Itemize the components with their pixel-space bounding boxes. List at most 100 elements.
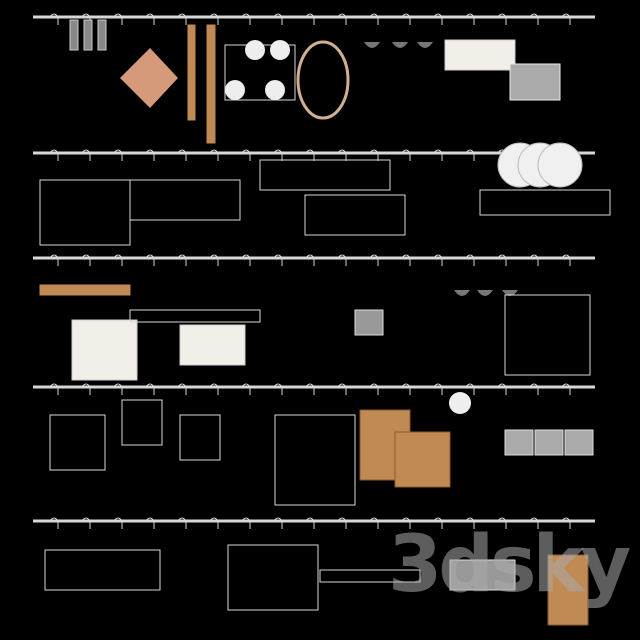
rail-hook <box>177 517 187 529</box>
rail-hook <box>305 254 315 266</box>
rail-hook <box>241 254 251 266</box>
rail-hook <box>369 149 379 161</box>
rail-hook <box>145 13 155 25</box>
rail-hook <box>49 254 59 266</box>
wire-basket <box>129 179 241 221</box>
rail-hook <box>145 254 155 266</box>
rail-hook <box>497 13 507 25</box>
rail-hook <box>305 517 315 529</box>
rail-hook <box>209 149 219 161</box>
rail-hook <box>209 517 219 529</box>
shelf-rack <box>259 159 391 191</box>
storage-jar <box>504 429 534 456</box>
rail-hook <box>561 254 571 266</box>
storage-jar <box>534 429 564 456</box>
rail-hook <box>337 149 347 161</box>
cup <box>265 80 285 100</box>
rail-hook <box>145 517 155 529</box>
plate <box>537 142 583 188</box>
rail-hook <box>241 517 251 529</box>
wine-glass <box>364 42 380 48</box>
rail-hook <box>369 13 379 25</box>
rail-hook <box>113 517 123 529</box>
utensil-holder <box>179 414 221 461</box>
rail-hook <box>529 254 539 266</box>
rail-hook <box>305 383 315 395</box>
rail-hook <box>113 149 123 161</box>
rail-hook <box>241 13 251 25</box>
rail-hook <box>273 254 283 266</box>
dish-drainer <box>479 189 611 216</box>
paper-towel-roll <box>444 39 516 71</box>
cup <box>225 80 245 100</box>
rail-hook <box>561 383 571 395</box>
cutting-board <box>394 431 451 488</box>
rail-hook <box>177 13 187 25</box>
rail-hook <box>401 383 411 395</box>
rail-hook <box>177 383 187 395</box>
rail-hook <box>433 517 443 529</box>
cup <box>245 40 265 60</box>
rail-hook <box>369 517 379 529</box>
shelf-rack <box>227 544 319 611</box>
utensil-shelf <box>304 194 406 236</box>
rail-hook <box>145 383 155 395</box>
rail-hook <box>113 13 123 25</box>
rail-hook <box>401 517 411 529</box>
wire-shelf <box>504 294 591 376</box>
rail-hook <box>273 149 283 161</box>
rail-hook <box>305 13 315 25</box>
wire-shelf <box>44 549 161 591</box>
rail-hook <box>81 254 91 266</box>
rail-hook <box>305 149 315 161</box>
dish-rack <box>274 414 356 506</box>
rail-hook <box>273 383 283 395</box>
paper-towel <box>179 324 246 366</box>
wine-glass <box>392 42 408 48</box>
rail-hook <box>81 517 91 529</box>
rail-hook <box>209 13 219 25</box>
rail-hook <box>49 383 59 395</box>
rail-hook <box>81 149 91 161</box>
rail-hook <box>465 517 475 529</box>
cutlery-drainer <box>121 399 163 446</box>
cutting-board <box>547 554 589 626</box>
rail-hook <box>465 383 475 395</box>
rail-hook <box>113 254 123 266</box>
rail-hook <box>433 13 443 25</box>
wine-glass <box>417 42 433 48</box>
towel-rack <box>49 414 106 471</box>
wooden-spoon <box>206 24 216 144</box>
rail-hook <box>529 517 539 529</box>
rail-hook <box>177 254 187 266</box>
rail-hook <box>465 13 475 25</box>
rail-hook <box>145 149 155 161</box>
rail-hook <box>49 149 59 161</box>
utensil-bar <box>319 569 421 583</box>
rail-hook <box>369 383 379 395</box>
spice-jar <box>97 19 107 51</box>
spice-jar <box>69 19 79 51</box>
rail-hook <box>49 13 59 25</box>
pot <box>354 309 384 336</box>
rail-hook <box>401 149 411 161</box>
rail-hook <box>273 13 283 25</box>
rail-hook <box>465 149 475 161</box>
wall-clock <box>449 392 471 414</box>
rail-hook <box>433 254 443 266</box>
rail-hook <box>401 254 411 266</box>
wine-glass <box>477 290 493 296</box>
rail-hook <box>49 517 59 529</box>
shelf <box>129 309 261 323</box>
rail-hook <box>241 149 251 161</box>
watermark-logo: 3dsky <box>388 520 631 610</box>
rail-hook <box>561 517 571 529</box>
cup <box>270 40 290 60</box>
spice-jar <box>83 19 93 51</box>
rail-hook <box>337 254 347 266</box>
rail-hook <box>561 13 571 25</box>
rail-hook <box>433 383 443 395</box>
wire-shelf <box>39 179 131 246</box>
rail-hook <box>465 254 475 266</box>
rail-hook <box>369 254 379 266</box>
